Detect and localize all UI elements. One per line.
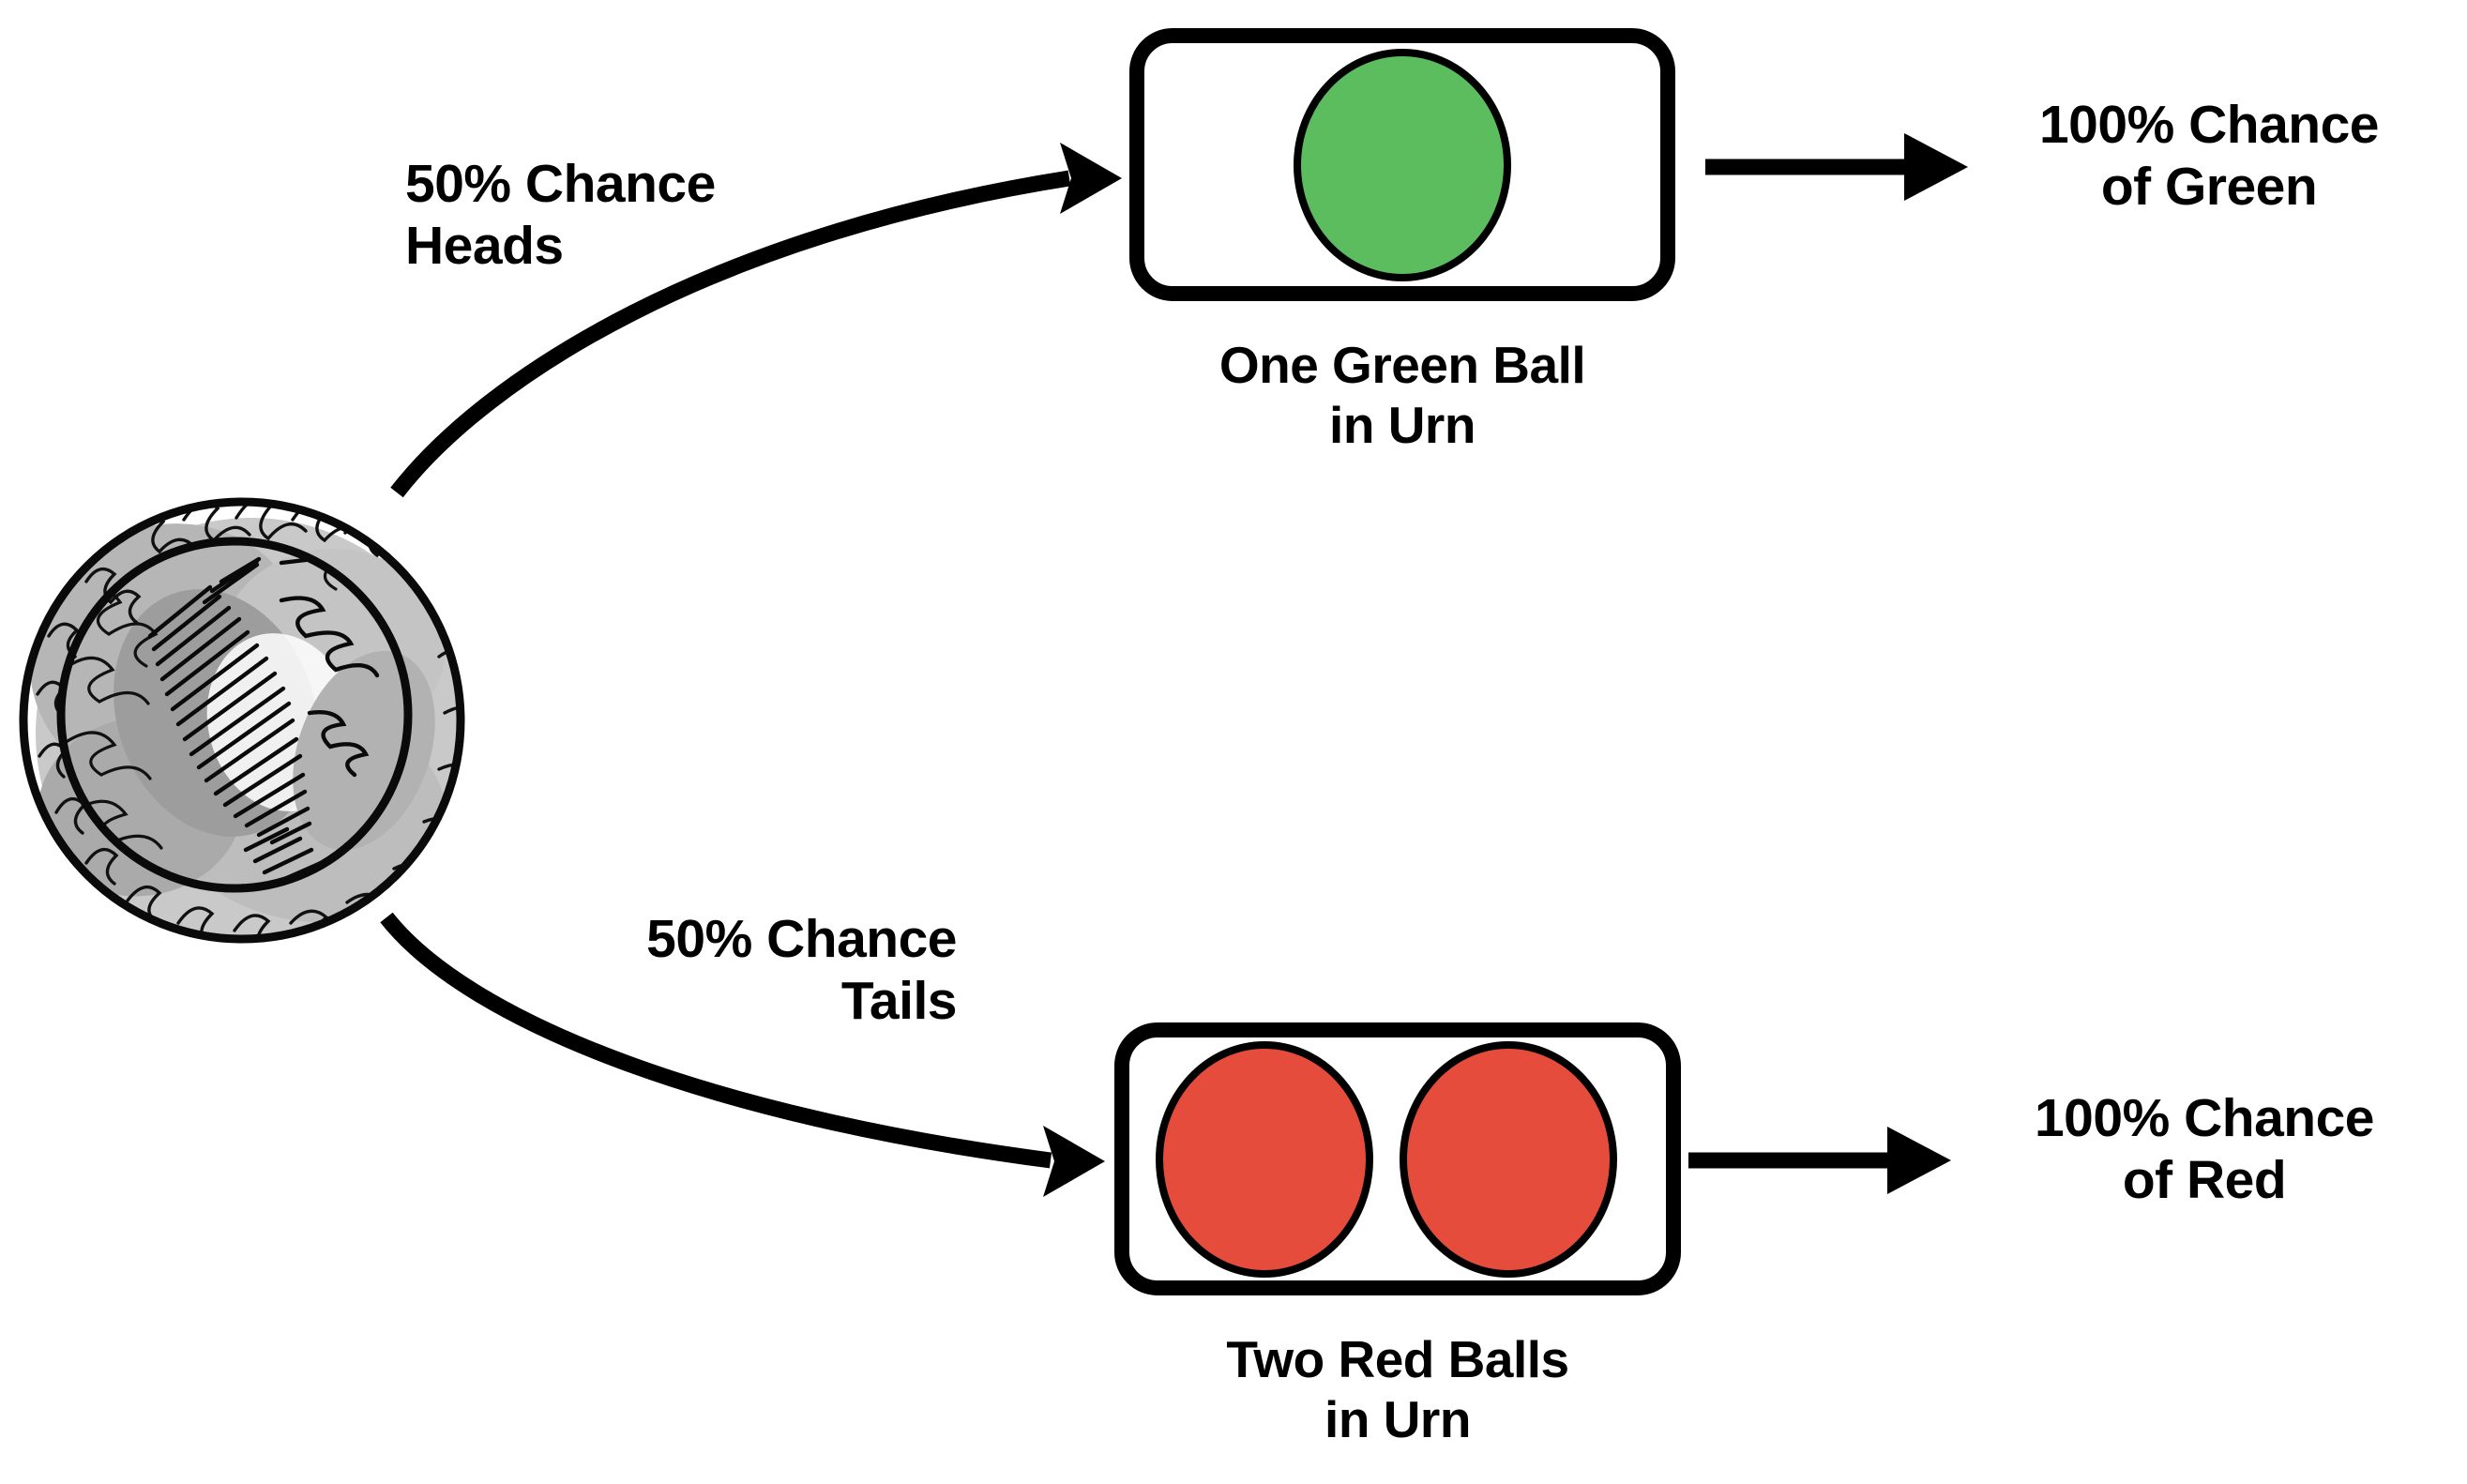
ball-red-2 bbox=[1400, 1041, 1617, 1278]
urn-caption-green: One Green Ball in Urn bbox=[1218, 336, 1586, 454]
urn-caption-red: Two Red Balls in Urn bbox=[1226, 1330, 1569, 1448]
ball-red-1 bbox=[1156, 1041, 1373, 1278]
urn-box-green[interactable] bbox=[1129, 28, 1675, 301]
ball-green-1 bbox=[1294, 49, 1511, 281]
outcome-label-green: 100% Chance of Green bbox=[2038, 95, 2380, 218]
arrow-tails-branch bbox=[380, 912, 1105, 1197]
arrow-red-outcome bbox=[1688, 1127, 1951, 1194]
outcome-label-red: 100% Chance of Red bbox=[2034, 1088, 2375, 1211]
coin-icon bbox=[19, 497, 465, 944]
urn-box-red[interactable] bbox=[1114, 1022, 1681, 1295]
branch-label-heads: 50% Chance Heads bbox=[405, 154, 716, 277]
arrow-green-outcome bbox=[1705, 133, 1968, 201]
arrow-heads-branch bbox=[390, 143, 1122, 498]
branch-label-tails: 50% Chance Tails bbox=[646, 909, 957, 1032]
